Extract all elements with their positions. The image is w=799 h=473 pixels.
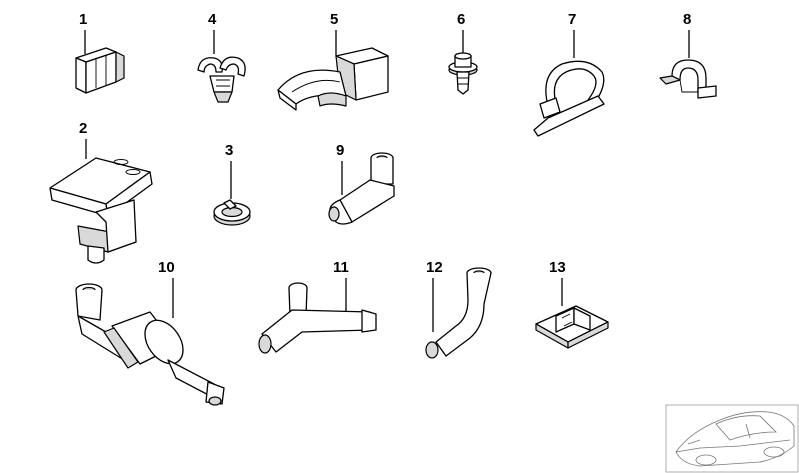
part-9[interactable]: 9 xyxy=(328,142,395,225)
part-11[interactable]: 11 xyxy=(258,259,377,354)
hose-clip-icon xyxy=(277,47,389,111)
part-number-6: 6 xyxy=(457,11,465,28)
part-number-13: 13 xyxy=(549,259,566,276)
part-13[interactable]: 13 xyxy=(535,259,609,349)
part-number-3: 3 xyxy=(225,142,233,159)
expanding-rivet-icon xyxy=(448,52,478,95)
car-thumbnail-icon xyxy=(675,411,795,467)
part-number-7: 7 xyxy=(568,11,576,28)
part-number-4: 4 xyxy=(208,11,217,28)
part-number-11: 11 xyxy=(333,259,349,276)
part-3[interactable]: 3 xyxy=(213,142,251,226)
hose-clamp-icon xyxy=(659,59,717,99)
elbow-connector-icon xyxy=(328,152,395,225)
part-1[interactable]: 1 xyxy=(75,11,125,94)
part-number-5: 5 xyxy=(330,11,338,28)
check-valve-icon xyxy=(75,283,225,406)
part-10[interactable]: 10 xyxy=(75,259,225,406)
part-12[interactable]: 12 xyxy=(425,259,492,359)
part-number-1: 1 xyxy=(79,11,87,28)
part-6[interactable]: 6 xyxy=(448,11,478,95)
part-7[interactable]: 7 xyxy=(533,11,605,137)
washer-nozzle-icon xyxy=(49,157,153,264)
part-number-9: 9 xyxy=(336,142,344,159)
part-4[interactable]: 4 xyxy=(197,11,246,103)
part-number-10: 10 xyxy=(158,259,175,276)
part-2[interactable]: 2 xyxy=(49,120,153,264)
cable-holder-icon xyxy=(535,305,609,349)
part-number-8: 8 xyxy=(683,11,691,28)
clip-icon xyxy=(75,47,125,94)
part-5[interactable]: 5 xyxy=(277,11,389,111)
car-thumbnail xyxy=(665,404,799,473)
part-number-12: 12 xyxy=(426,259,443,276)
bent-connector-icon xyxy=(425,267,492,359)
part-8[interactable]: 8 xyxy=(659,11,717,99)
hose-holder-icon xyxy=(197,56,246,103)
clamp-ring-icon xyxy=(213,199,251,226)
cable-tie-icon xyxy=(533,60,605,137)
part-number-2: 2 xyxy=(79,120,87,137)
y-piece-icon xyxy=(258,282,377,354)
